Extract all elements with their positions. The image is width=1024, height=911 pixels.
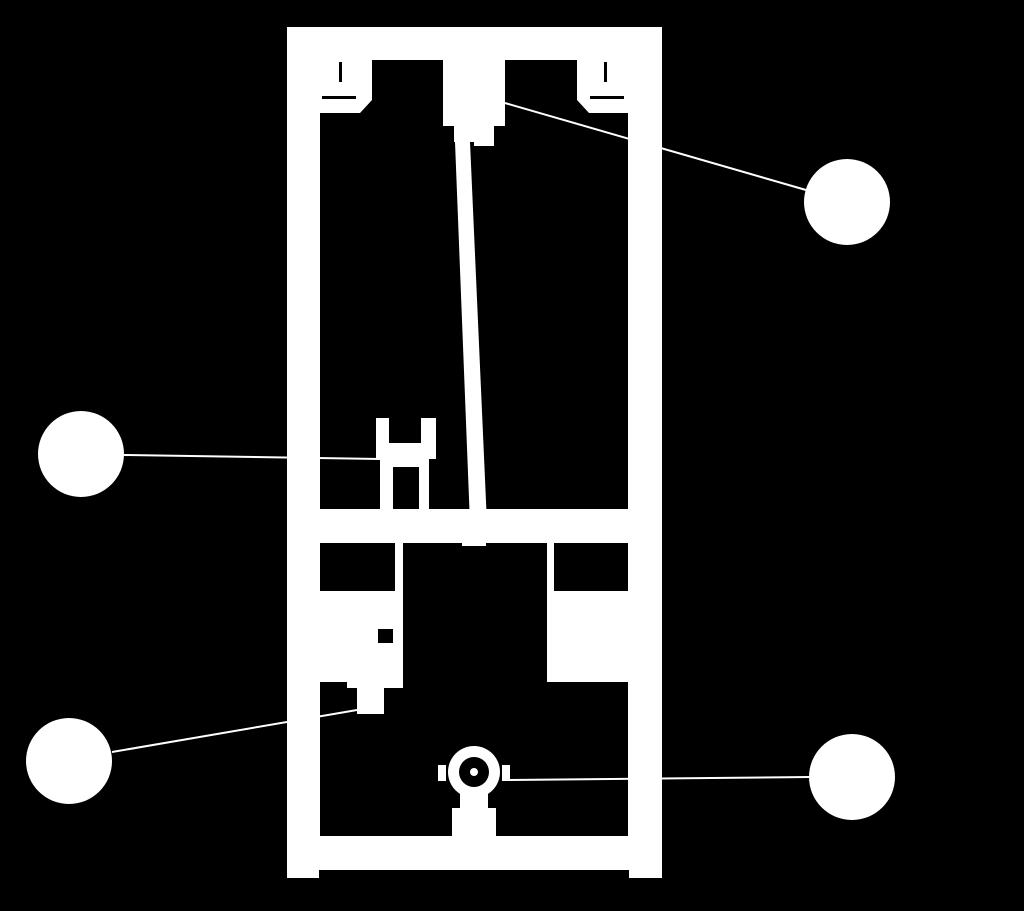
leader-line-bottom-right <box>509 776 811 781</box>
right-inner-housing <box>547 591 628 682</box>
left-foot <box>287 868 319 878</box>
right-foot <box>629 868 662 878</box>
leader-line-bottom-left <box>111 709 358 753</box>
flush-pipe <box>455 142 487 524</box>
actuator-collar <box>454 126 476 142</box>
lower-left-cavity <box>320 543 395 591</box>
callout-middle-left <box>38 411 124 497</box>
callout-bottom-right <box>809 734 895 820</box>
middle-crossbar <box>320 509 628 543</box>
drain-pipe-stub <box>357 682 384 714</box>
water-connection-valve <box>438 746 510 836</box>
top-right-bracket <box>590 62 624 99</box>
leader-lines <box>111 102 811 781</box>
h-bracket <box>376 418 436 509</box>
top-left-bracket <box>322 62 356 99</box>
callout-bottom-left <box>26 718 112 804</box>
callout-top-right <box>804 159 890 245</box>
leader-line-middle-left <box>123 454 381 460</box>
lower-right-cavity <box>554 543 628 591</box>
left-housing-slot <box>378 629 393 643</box>
leader-line-top-right <box>504 102 807 191</box>
central-lower-cavity <box>320 543 628 836</box>
actuator-block <box>443 60 505 126</box>
actuator-connector <box>474 126 494 146</box>
